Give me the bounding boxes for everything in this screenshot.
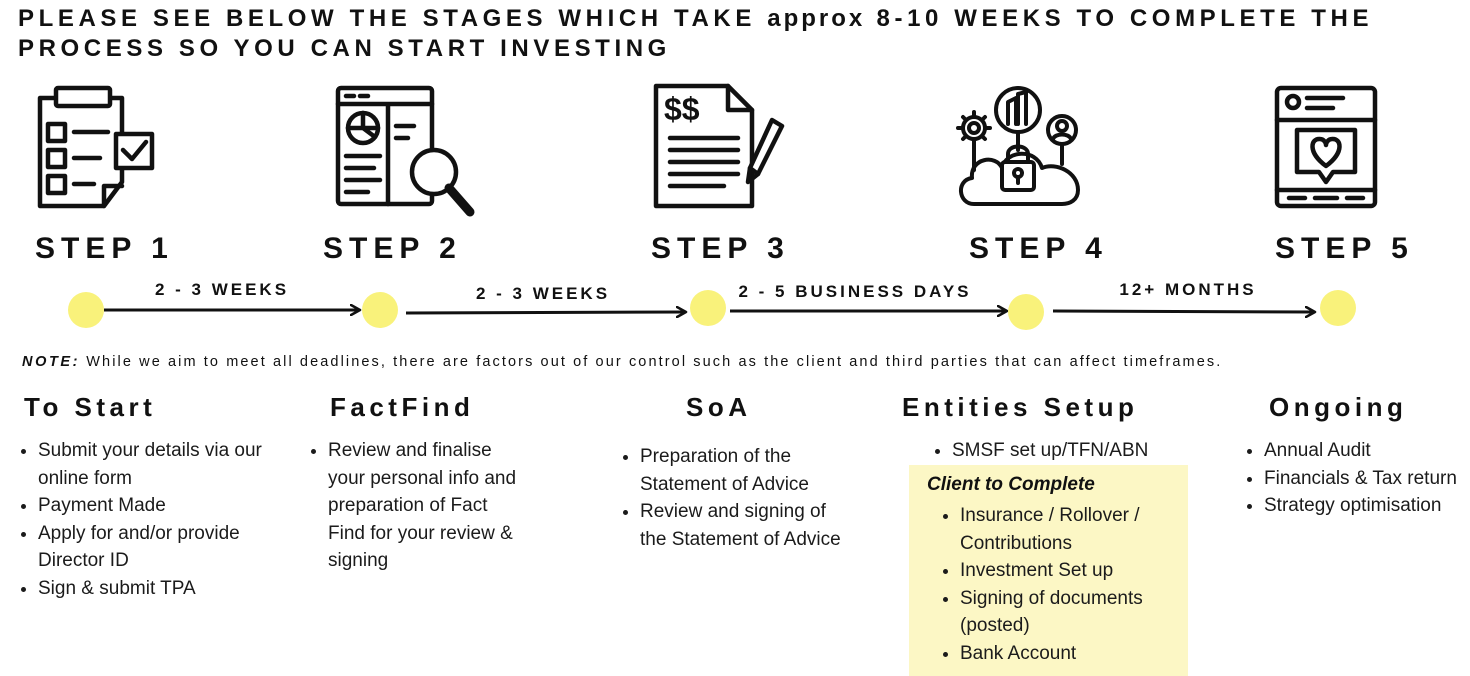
document-magnifier-icon bbox=[335, 85, 478, 224]
list-item: Strategy optimisation bbox=[1264, 492, 1460, 520]
list-item: Investment Set up bbox=[960, 557, 1196, 585]
headline-part-3: 8-10 WEEKS TO COMPLETE THE PROCESS SO YO… bbox=[18, 5, 1374, 62]
timeline-dot-step-1 bbox=[68, 292, 104, 328]
list-item: Financials & Tax return bbox=[1264, 465, 1460, 493]
column-title-to-start: To Start bbox=[24, 392, 157, 422]
headline-part-1: PLEASE SEE BELOW THE STAGES WHICH TAKE bbox=[18, 5, 756, 32]
to-start-list: Submit your details via our online form … bbox=[18, 437, 268, 603]
client-to-complete-box bbox=[909, 465, 1188, 676]
list-item: Review and finalise your personal info a… bbox=[328, 437, 524, 575]
headline-part-2: approx bbox=[767, 5, 866, 32]
cloud-lock-network-icon bbox=[956, 84, 1084, 210]
list-item: Signing of documents (posted) bbox=[960, 585, 1196, 640]
timeline bbox=[68, 290, 1356, 330]
list-item: Insurance / Rollover / Contributions bbox=[960, 502, 1196, 557]
note-label: NOTE: bbox=[22, 354, 81, 370]
ongoing-list: Annual Audit Financials & Tax return Str… bbox=[1244, 437, 1460, 520]
list-item: Review and signing of the Statement of A… bbox=[640, 498, 842, 553]
step-5-label: STEP 5 bbox=[1275, 232, 1414, 265]
column-title-soa: SoA bbox=[686, 392, 752, 422]
timeline-arrow-2 bbox=[405, 312, 686, 313]
timeline-dot-step-2 bbox=[362, 292, 398, 328]
note-text: While we aim to meet all deadlines, ther… bbox=[86, 354, 1223, 370]
duration-label-4: 12+ MONTHS bbox=[1119, 280, 1257, 299]
step-2-label: STEP 2 bbox=[323, 232, 462, 265]
list-item: Preparation of the Statement of Advice bbox=[640, 443, 842, 498]
timeline-arrow-4 bbox=[1052, 311, 1315, 312]
column-title-factfind: FactFind bbox=[330, 392, 475, 422]
duration-label-3: 2 - 5 BUSINESS DAYS bbox=[738, 282, 972, 301]
page-headline: PLEASE SEE BELOW THE STAGES WHICH TAKE a… bbox=[18, 4, 1458, 64]
step-3-label: STEP 3 bbox=[651, 232, 790, 265]
column-title-entities-setup: Entities Setup bbox=[902, 392, 1139, 422]
heart-post-icon bbox=[1274, 85, 1378, 210]
client-to-complete-list: Insurance / Rollover / Contributions Inv… bbox=[940, 502, 1196, 668]
list-item: Submit your details via our online form bbox=[38, 437, 268, 492]
step-4-label: STEP 4 bbox=[969, 232, 1108, 265]
list-item: SMSF set up/TFN/ABN bbox=[952, 437, 1202, 465]
column-title-ongoing: Ongoing bbox=[1269, 392, 1408, 422]
list-item: Bank Account bbox=[960, 640, 1196, 668]
entities-setup-list: SMSF set up/TFN/ABN bbox=[932, 437, 1202, 465]
invoice-pencil-icon: $$ bbox=[653, 83, 786, 210]
list-item: Annual Audit bbox=[1264, 437, 1460, 465]
factfind-list: Review and finalise your personal info a… bbox=[308, 437, 524, 575]
timeline-dot-step-5 bbox=[1320, 290, 1356, 326]
checklist-clipboard-icon bbox=[36, 85, 158, 210]
list-item: Apply for and/or provide Director ID bbox=[38, 520, 268, 575]
step-1-label: STEP 1 bbox=[35, 232, 174, 265]
timeline-dot-step-4 bbox=[1008, 294, 1044, 330]
duration-label-1: 2 - 3 WEEKS bbox=[154, 280, 290, 299]
soa-list: Preparation of the Statement of Advice R… bbox=[620, 443, 842, 553]
timeline-dot-step-3 bbox=[690, 290, 726, 326]
svg-text:$$: $$ bbox=[664, 91, 700, 127]
list-item: Sign & submit TPA bbox=[38, 575, 268, 603]
list-item: Payment Made bbox=[38, 492, 268, 520]
note: NOTE: While we aim to meet all deadlines… bbox=[22, 354, 1222, 370]
client-to-complete-title: Client to Complete bbox=[927, 474, 1095, 495]
duration-label-2: 2 - 3 WEEKS bbox=[475, 284, 611, 303]
